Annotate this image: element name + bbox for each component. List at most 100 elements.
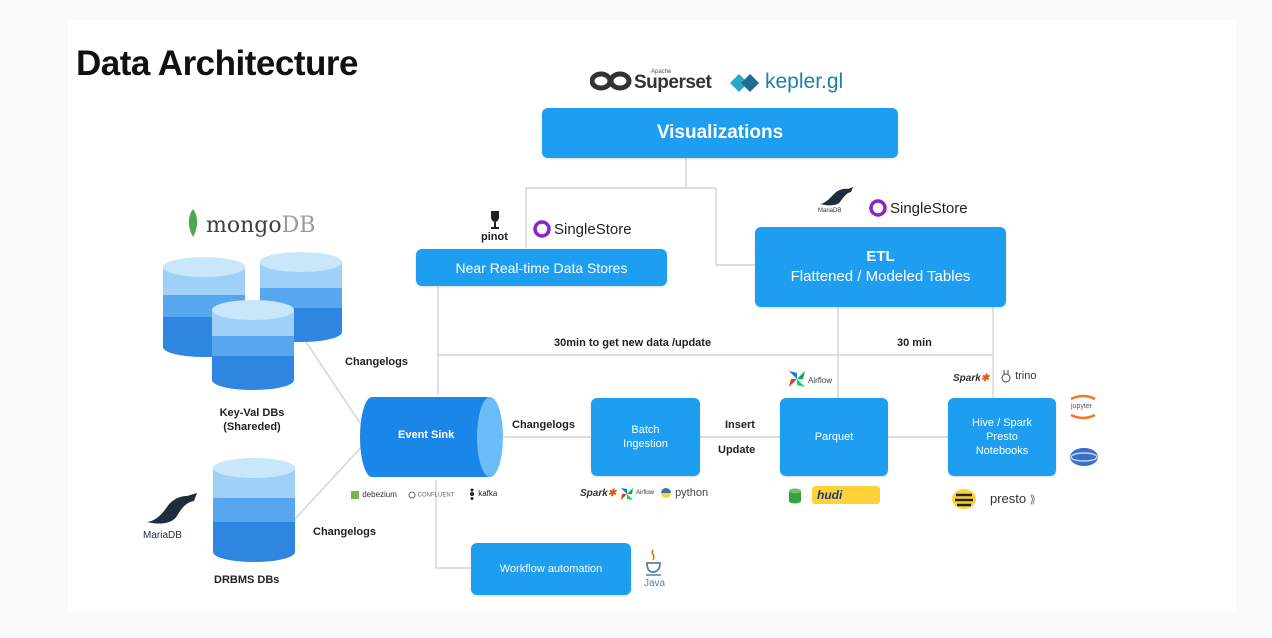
changelogs-label-rdb: Changelogs [313,526,376,538]
singlestore-ring-icon [533,220,551,238]
line-to-etl [715,188,755,266]
superset-text: Superset [634,72,712,93]
singlestore-text-left: SingleStore [554,221,632,238]
etl-title: ETL [866,248,895,265]
kafka-icon [470,488,474,500]
debezium-logo: debezium [350,490,397,500]
mongodb-text-b: DB [281,213,316,238]
thirty-label: 30 min [897,337,932,349]
airflow-logo-parquet [788,370,806,393]
changelogs-label-kv: Changelogs [345,356,408,368]
spark-logo-hive: Spark✱ [953,373,989,384]
trino-logo: trino [1000,369,1036,383]
mariadb-seal-icon-small [820,187,853,206]
mongodb-text: mongoDB [206,213,315,238]
airflow-pinwheel-icon-parquet [789,371,805,387]
hive-label-3: Notebooks [975,445,1029,457]
kafka-logo: kafka [468,488,497,500]
keyval-cylinder-front [212,300,294,390]
presto-logo: presto ⟫ [990,491,1036,506]
visualizations-label: Visualizations [656,122,784,143]
airflow-pinwheel-icon-batch [621,488,633,500]
kepler-logo [729,72,761,99]
orbit-icon [1070,448,1098,466]
airflow-text-batch: Airflow [636,490,655,496]
changelogs-label-sink: Changelogs [512,419,575,431]
kepler-text: kepler.gl [765,70,844,93]
event-sink-cylinder[interactable] [358,393,510,483]
airflow-text-parquet: Airflow [808,376,833,385]
superset-logo [589,70,632,97]
batch-label-2: Ingestion [623,438,668,450]
kepler-diamond-icon [730,74,759,92]
presto-text: presto [990,491,1027,506]
mariadb-small-text: MariaDB [818,208,842,214]
java-cup-icon [646,549,661,576]
java-logo [645,549,663,582]
mariadb-seal-icon [147,493,197,524]
airflow-logo-batch [620,487,634,506]
line-sink-workflow [435,480,471,569]
hudi-logo: hudi [812,486,880,504]
batch-ingestion-box[interactable]: Batch Ingestion [591,398,700,476]
singlestore-logo-right [868,198,888,223]
near-realtime-label: Near Real-time Data Stores [455,259,628,276]
pinot-logo [488,210,502,235]
jupyter-text: jupyter [1071,403,1093,410]
drbms-label: DRBMS DBs [214,574,280,586]
confluent-logo: CONFLUENT [408,491,454,499]
etl-subtitle: Flattened / Modeled Tables [790,268,971,285]
superset-small-text: Apache [651,69,672,75]
spark-text-hive: Spark [953,373,981,384]
hive-label-1: Hive / Spark [972,417,1032,429]
near-realtime-box[interactable]: Near Real-time Data Stores [416,249,667,286]
workflow-box[interactable]: Workflow automation [471,543,631,595]
superset-infinity-icon [589,71,632,91]
event-sink-label: Event Sink [398,429,455,441]
keyval-label-1: Key-Val DBs [219,407,285,419]
drbms-db-cylinder [213,458,295,562]
mariadb-big-text: MariaDB [143,530,182,541]
visualizations-box[interactable]: Visualizations [542,108,898,158]
parquet-box[interactable]: Parquet [780,398,888,476]
mariadb-big-logo [144,492,200,533]
workflow-label: Workflow automation [499,563,603,575]
debezium-text: debezium [362,490,397,500]
pinot-text: pinot [481,231,508,243]
insert-label: Insert [725,419,755,431]
jupyter-logo [1068,394,1098,425]
hive-bee-logo [950,485,978,516]
confluent-text: CONFLUENT [417,492,455,499]
hudi-text: hudi [817,488,843,502]
green-db-icon [788,488,802,509]
spark-logo-batch: Spark✱ [580,488,616,499]
page-title: Data Architecture [76,44,358,83]
hive-label-2: Presto [986,431,1018,443]
etl-box[interactable]: ETL Flattened / Modeled Tables [755,227,1006,307]
confluent-icon [408,491,416,499]
spark-text-batch: Spark [580,488,608,499]
mongodb-text-a: mongo [206,213,282,238]
hive-bee-icon [952,489,976,509]
update-label: Update [718,444,756,456]
spark-star-icon-batch: ✱ [607,488,617,499]
mongodb-leaf-icon [188,209,198,237]
green-cylinder-icon [789,488,801,504]
hive-box[interactable]: Hive / Spark Presto Notebooks [948,398,1056,476]
mongodb-logo [186,208,200,243]
batch-label-1: Batch [631,424,660,436]
line-rdb-sink [293,441,367,521]
keyval-db-cylinders [163,252,342,390]
jupyter-icon [1070,394,1096,420]
debezium-icon [351,491,359,499]
python-logo: python [660,487,708,499]
mariadb-small-logo [818,186,856,213]
singlestore-logo-left [532,219,552,244]
python-icon [661,488,671,499]
pinot-wine-icon [491,211,499,229]
thirty-new-label: 30min to get new data /update [554,337,712,349]
singlestore-text-right: SingleStore [890,200,968,217]
keyval-label-2: (Shareded) [223,421,281,433]
kafka-text: kafka [478,489,498,499]
presto-arrow-icon: ⟫ [1029,494,1036,506]
